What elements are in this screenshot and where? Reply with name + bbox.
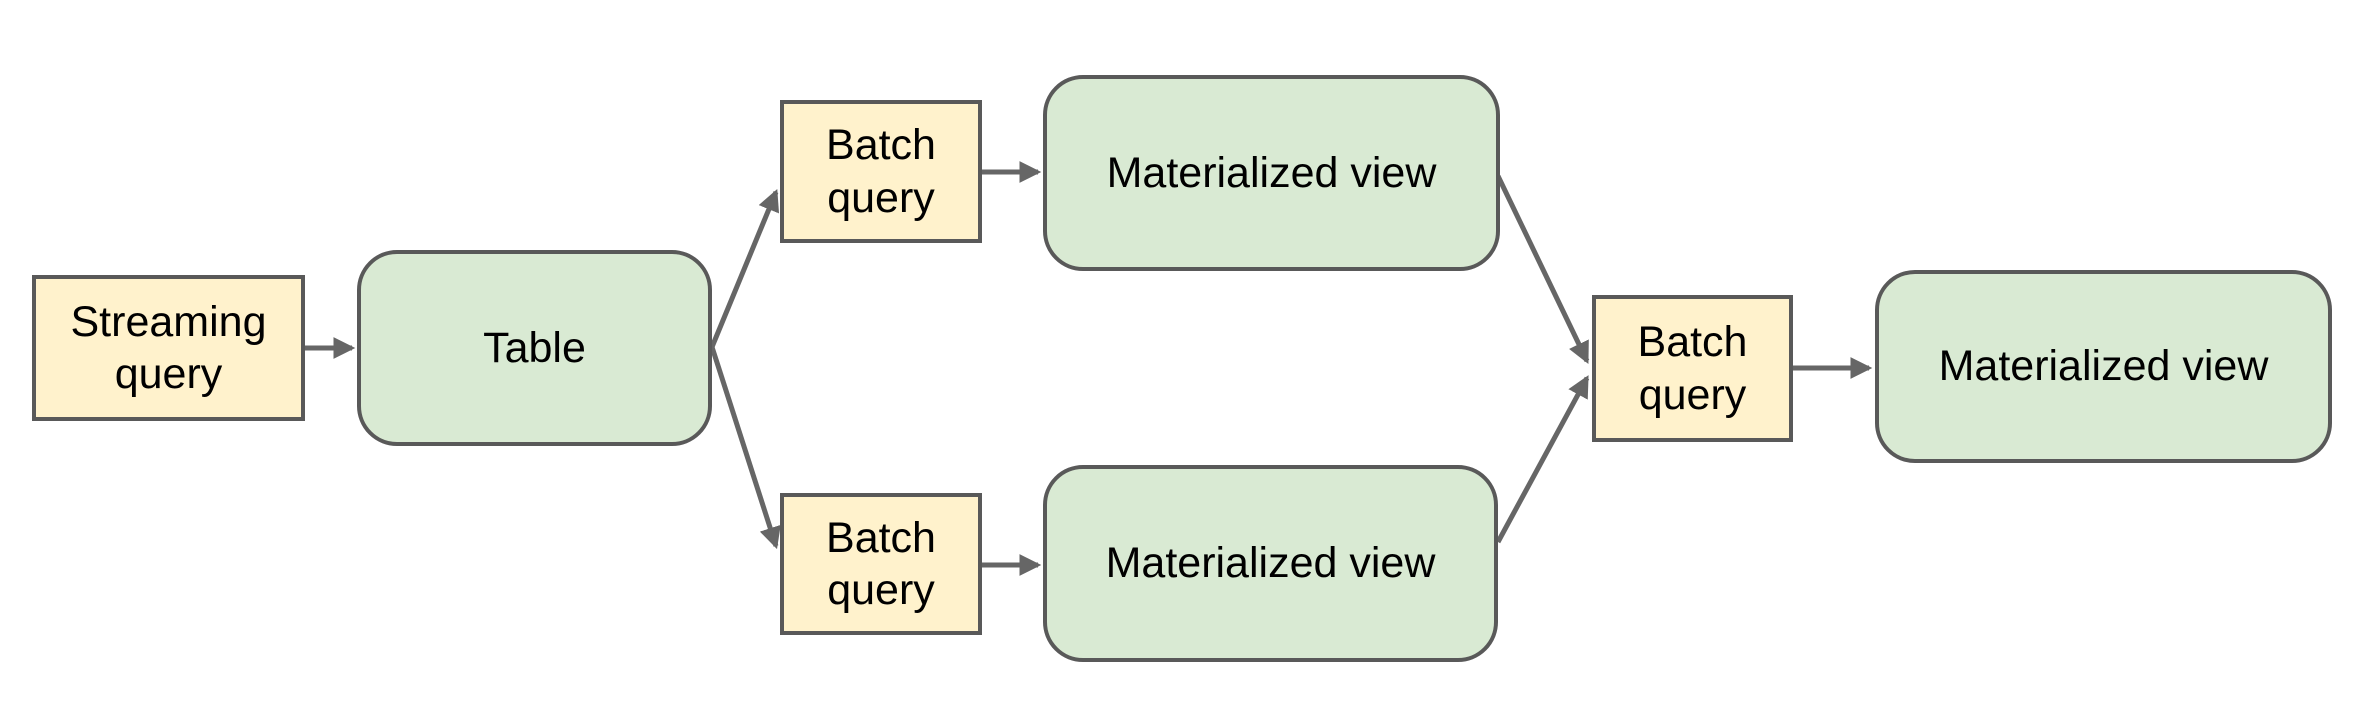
node-streaming-query-label: Streaming query	[70, 297, 267, 398]
node-materialized-view-top-label: Materialized view	[1106, 148, 1437, 197]
node-materialized-view-top: Materialized view	[1043, 75, 1500, 271]
node-batch-query-top: Batch query	[780, 100, 982, 243]
node-batch-query-bottom-label: Batch query	[826, 513, 936, 614]
edge-materialized-view-top-to-batch-query-final	[1495, 174, 1590, 364]
node-streaming-query: Streaming query	[32, 275, 305, 421]
edge-table-to-batch-query-bottom	[709, 346, 781, 550]
node-batch-query-bottom: Batch query	[780, 493, 982, 635]
node-materialized-view-final-label: Materialized view	[1938, 342, 2269, 391]
node-table-label: Table	[483, 323, 586, 372]
node-batch-query-top-label: Batch query	[826, 121, 936, 222]
node-materialized-view-final: Materialized view	[1875, 270, 2332, 463]
node-table: Table	[357, 250, 712, 446]
node-batch-query-final-label: Batch query	[1637, 318, 1748, 419]
node-materialized-view-bottom: Materialized view	[1043, 465, 1498, 662]
edge-table-to-batch-query-top	[709, 188, 780, 348]
node-batch-query-final: Batch query	[1592, 295, 1793, 442]
edge-materialized-view-bottom-to-batch-query-final	[1495, 375, 1590, 544]
node-materialized-view-bottom-label: Materialized view	[1105, 539, 1436, 588]
